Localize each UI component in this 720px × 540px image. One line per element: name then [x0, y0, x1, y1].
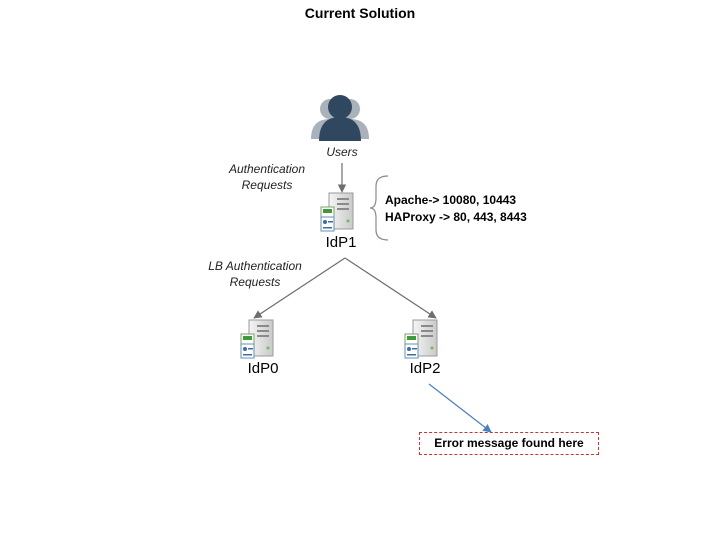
error-note-box: Error message found here [419, 432, 599, 455]
auth-requests-line-2: Requests [241, 178, 293, 192]
idp0-label: IdP0 [247, 360, 279, 377]
apache-ports: Apache-> 10080, 10443 [385, 193, 517, 207]
lb-arrow-idp2 [344, 257, 437, 319]
idp1-server-icon [320, 192, 354, 232]
auth-requests-line-1: Authentication [228, 162, 306, 176]
users-icon [311, 95, 369, 141]
haproxy-ports: HAProxy -> 80, 443, 8443 [385, 210, 527, 224]
idp2-server-icon [404, 319, 438, 359]
users-label: Users [326, 145, 358, 159]
config-brace [369, 175, 389, 241]
idp1-label: IdP1 [325, 234, 357, 251]
lb-requests-line-1: LB Authentication [208, 259, 302, 273]
idp0-server-icon [240, 319, 274, 359]
idp2-label: IdP2 [409, 360, 441, 377]
error-pointer-arrow [428, 383, 492, 433]
lb-arrow-idp0 [253, 257, 346, 319]
port-config: Apache-> 10080, 10443 HAProxy -> 80, 443… [385, 192, 527, 226]
auth-requests-label: Authentication Requests [212, 161, 322, 193]
lb-requests-line-2: Requests [229, 275, 281, 289]
lb-requests-label: LB Authentication Requests [195, 258, 315, 290]
diagram-title: Current Solution [304, 5, 416, 21]
